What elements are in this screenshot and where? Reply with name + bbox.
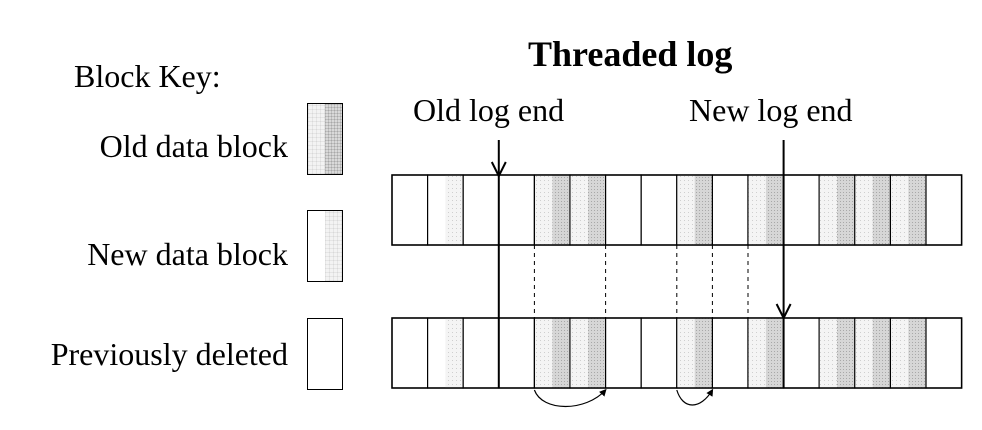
log-block-before-9 (711, 174, 749, 246)
log-row-after (391, 317, 963, 389)
old-block-shade-before-14 (908, 175, 926, 245)
old-block-shade-before-4 (552, 175, 570, 245)
log-block-after-7 (640, 317, 678, 389)
old-log-end-label: Old log end (413, 92, 565, 128)
log-block-before-2 (462, 174, 500, 246)
old-block-light-before-8 (677, 175, 695, 245)
old-block-light-before-4 (535, 175, 553, 245)
old-block-shade-after-14 (908, 318, 926, 388)
old-block-light-before-12 (819, 175, 837, 245)
old-log-end-arrowhead (490, 161, 507, 179)
old-block-shade-after-10 (765, 318, 783, 388)
old-block-shade-after-8 (694, 318, 712, 388)
old-block-shade-before-12 (837, 175, 855, 245)
key-swatch-old-data-block (307, 103, 343, 175)
key-label-previously-deleted: Previously deleted (50, 336, 288, 372)
old-block-light-before-10 (748, 175, 766, 245)
log-block-after-15 (925, 317, 963, 389)
key-swatch-previously-deleted (307, 318, 343, 390)
old-block-shade-after-4 (552, 318, 570, 388)
old-block-light-before-5 (570, 175, 588, 245)
block-key-title: Block Key: (74, 58, 221, 94)
old-block-light-after-13 (855, 318, 873, 388)
log-block-after-9 (711, 317, 749, 389)
log-end-pointers (490, 140, 792, 408)
new-block-shade-after-1 (445, 318, 463, 388)
key-label-old-data-block: Old data block (99, 128, 288, 164)
old-block-shade-before-8 (694, 175, 712, 245)
old-block-light-before-14 (891, 175, 909, 245)
key-label-new-data-block: New data block (87, 236, 288, 272)
log-block-after-2 (462, 317, 500, 389)
key-swatch-new-data-block (307, 210, 343, 282)
row-connectors (533, 245, 749, 318)
new-log-end-label: New log end (689, 92, 853, 128)
thread-arrow-1 (676, 388, 714, 406)
log-block-before-7 (640, 174, 678, 246)
old-block-light-after-8 (677, 318, 695, 388)
old-block-light-after-5 (570, 318, 588, 388)
log-block-before-11 (782, 174, 820, 246)
diagram-title: Threaded log (528, 34, 733, 74)
thread-arrow-0 (533, 388, 607, 408)
log-block-after-6 (604, 317, 642, 389)
old-block-light-before-13 (855, 175, 873, 245)
old-block-light-after-10 (748, 318, 766, 388)
old-block-shade-before-10 (765, 175, 783, 245)
log-block-after-11 (782, 317, 820, 389)
old-block-shade-before-13 (872, 175, 890, 245)
old-block-shade-before-5 (587, 175, 605, 245)
old-block-shade-after-5 (587, 318, 605, 388)
new-block-shade-before-1 (445, 175, 463, 245)
log-block-after-0 (391, 317, 429, 389)
old-block-light-after-14 (891, 318, 909, 388)
old-block-light-after-4 (535, 318, 553, 388)
log-block-before-15 (925, 174, 963, 246)
old-block-shade-after-13 (872, 318, 890, 388)
log-block-before-6 (604, 174, 642, 246)
log-block-after-3 (498, 317, 535, 389)
log-block-before-0 (391, 174, 429, 246)
log-block-before-3 (498, 174, 535, 246)
new-log-end-arrowhead (775, 303, 792, 321)
log-row-before (391, 174, 963, 246)
old-block-shade-after-12 (837, 318, 855, 388)
old-block-light-after-12 (819, 318, 837, 388)
